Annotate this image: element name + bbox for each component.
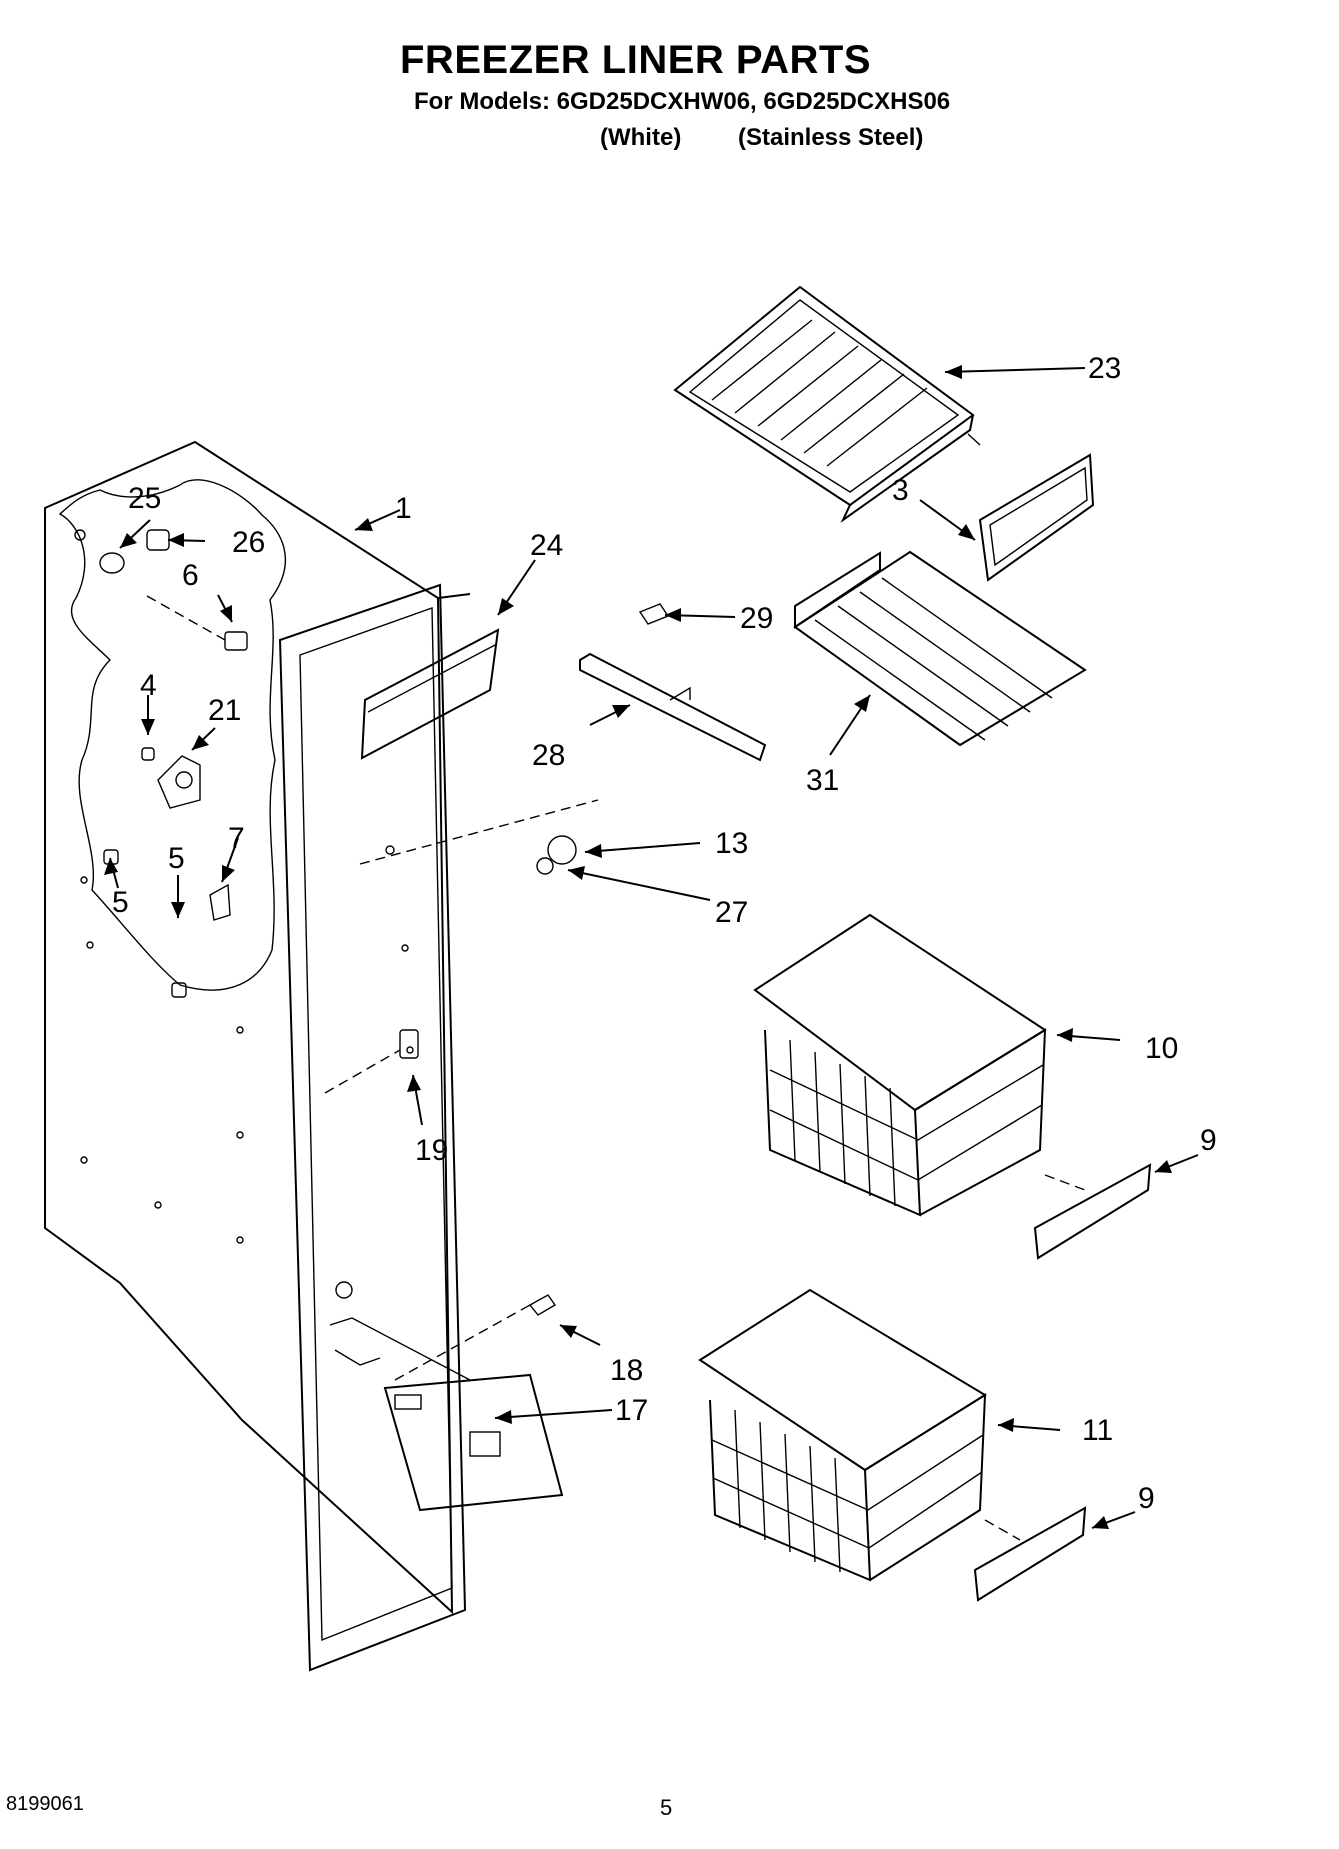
shelf-support-28 <box>579 652 767 762</box>
callout-10: 10 <box>1145 1032 1178 1065</box>
callout-27: 27 <box>715 896 748 929</box>
shelf-23 <box>673 285 981 523</box>
callout-28: 28 <box>532 739 565 772</box>
callout-9a: 9 <box>1200 1124 1217 1157</box>
callout-18: 18 <box>610 1354 643 1387</box>
callout-arrows <box>104 365 1199 1529</box>
page-number: 5 <box>660 1795 673 1820</box>
callout-5a: 5 <box>168 842 185 875</box>
basket-11 <box>698 1288 987 1582</box>
basket-front-9a <box>1033 1163 1152 1260</box>
callout-17: 17 <box>615 1394 648 1427</box>
callout-1: 1 <box>395 492 412 525</box>
shelf-trim-3 <box>978 453 1095 582</box>
variant-white: (White) <box>600 124 682 151</box>
callout-21: 21 <box>208 694 241 727</box>
callout-24: 24 <box>530 529 563 562</box>
callout-11: 11 <box>1082 1414 1113 1447</box>
callout-31: 31 <box>806 764 839 797</box>
basket-front-9b <box>973 1506 1087 1602</box>
callout-26: 26 <box>232 526 265 559</box>
page-title: FREEZER LINER PARTS <box>400 38 872 82</box>
callout-5b: 5 <box>112 886 129 919</box>
wire-shelf-31 <box>793 550 1087 747</box>
callout-23: 23 <box>1088 352 1121 385</box>
callout-13: 13 <box>715 827 748 860</box>
freezer-liner <box>44 440 1086 1672</box>
document-number: 8199061 <box>6 1793 84 1815</box>
callout-9b: 9 <box>1138 1482 1155 1515</box>
callout-25: 25 <box>128 482 161 515</box>
models-line: For Models: 6GD25DCXHW06, 6GD25DCXHS06 <box>414 88 951 115</box>
callout-6: 6 <box>182 559 199 592</box>
callout-29: 29 <box>740 602 773 635</box>
callout-7: 7 <box>228 822 245 855</box>
callout-labels: 1 3 4 5 5 6 7 9 9 10 11 13 17 18 19 21 2… <box>112 352 1217 1515</box>
callout-3: 3 <box>892 474 909 507</box>
callout-19: 19 <box>415 1134 448 1167</box>
callout-4: 4 <box>140 669 157 702</box>
variant-stainless: (Stainless Steel) <box>738 124 924 151</box>
basket-10 <box>753 913 1047 1217</box>
